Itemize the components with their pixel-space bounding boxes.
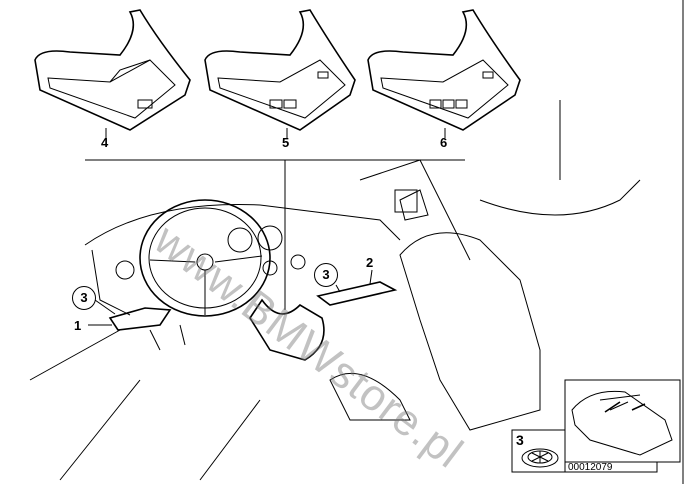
trim-panel-6 — [367, 9, 521, 131]
trim-panel-4 — [34, 9, 191, 131]
callout-1[interactable]: 1 — [74, 318, 82, 333]
callout-6[interactable]: 6 — [440, 135, 448, 150]
trim-panel-5 — [204, 9, 356, 131]
right-trim-strip — [316, 281, 398, 306]
drawing-number: 00012079 — [568, 462, 613, 473]
callout-4[interactable]: 4 — [101, 135, 109, 150]
callout-3-right[interactable]: 3 — [314, 263, 338, 287]
car-interior-drawing — [29, 100, 641, 481]
callout-5[interactable]: 5 — [282, 135, 290, 150]
callout-3-left[interactable]: 3 — [72, 286, 96, 310]
callout-3-inset[interactable]: 3 — [516, 432, 524, 448]
left-trim-strip — [108, 307, 172, 331]
callout-2[interactable]: 2 — [366, 255, 374, 270]
part-3-inset-box — [511, 429, 566, 473]
center-console-trim — [249, 298, 325, 361]
